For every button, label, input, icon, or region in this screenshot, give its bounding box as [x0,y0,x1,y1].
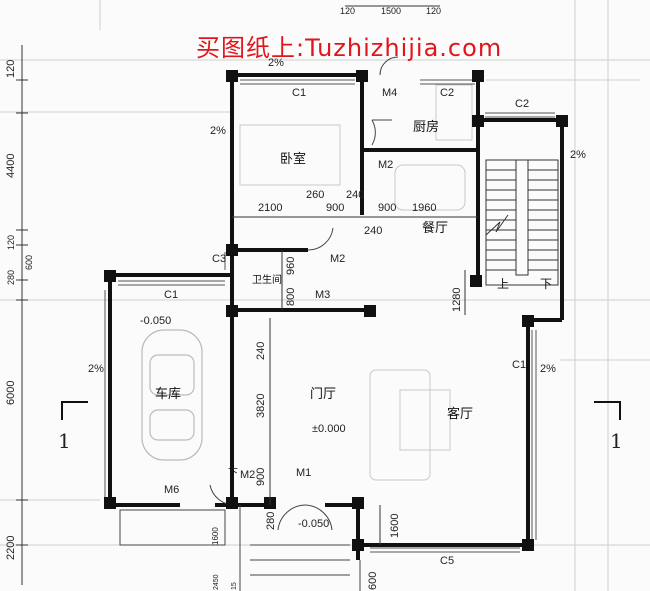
label-m3: M3 [315,289,330,301]
label-m2-entry: M2 [240,469,255,481]
stair-down: 下 [540,277,552,291]
dim-left-2200: 2200 [5,536,17,560]
room-kitchen: 厨房 [413,119,439,135]
room-bath: 卫生间 [252,273,282,286]
dim-left-120b: 120 [6,235,16,250]
left-dimension-chain [16,45,28,585]
interior-dimension-lines [232,5,478,545]
label-c2-kitchen: C2 [440,87,454,99]
dim-v-1600r: 1600 [389,514,401,538]
dim-v-800: 800 [285,288,297,306]
dim-left-600: 600 [24,255,34,270]
label-down-entry: 下 [228,468,238,479]
label-m1: M1 [296,467,311,479]
label-m6: M6 [164,484,179,496]
dim-v-1280: 1280 [451,288,463,312]
slope-right-stair: 2% [570,149,586,161]
elevation-foyer: ±0.000 [312,423,346,435]
slope-bed-top: 2% [268,57,284,69]
dim-h-2100: 2100 [258,202,282,214]
dim-h-240a: 240 [346,189,364,201]
dim-top-120b: 120 [426,6,441,16]
dim-b-15: 15 [231,582,238,590]
columns [104,70,568,551]
watermark-text: 买图纸上:Tuzhizhijia.com [196,34,503,62]
dim-v-960: 960 [285,257,297,275]
dim-h-900a: 900 [326,202,344,214]
staircase [485,159,559,286]
dim-h-240b: 240 [364,225,382,237]
section-markers [61,401,621,420]
window-lines [104,79,555,553]
furniture [239,84,473,481]
section-mark-right: 1 [610,429,623,453]
dim-left-6000: 6000 [5,381,17,405]
room-foyer: 门厅 [310,387,336,402]
dim-v-3820: 3820 [255,394,267,418]
dim-h-1960: 1960 [412,202,436,214]
dim-top-120a: 120 [340,6,355,16]
elevation-garage: -0.050 [140,315,171,327]
dim-v-240: 240 [255,342,267,360]
dim-h-260: 260 [306,189,324,201]
dim-h-900b: 900 [378,202,396,214]
slope-left-top: 2% [210,125,226,137]
label-c3: C3 [212,253,226,265]
dim-left-1600: 1600 [211,527,220,545]
label-c5: C5 [440,555,454,567]
entry-steps [119,505,361,591]
label-c1-top: C1 [292,87,306,99]
dim-left-280: 280 [6,270,16,285]
car-outline [141,329,203,461]
dim-top-1500: 1500 [381,6,401,16]
dim-b-280: 280 [265,512,277,530]
label-m4: M4 [382,87,397,99]
slope-garage: 2% [88,363,104,375]
room-dining: 餐厅 [422,220,448,236]
label-m2-kitchen: M2 [378,159,393,171]
label-c1-garage: C1 [164,289,178,301]
stair-up: 上 [497,277,509,291]
dim-b-600: 600 [367,572,379,590]
label-c2-right: C2 [515,98,529,110]
section-mark-left: 1 [58,429,71,453]
label-c1-right: C1 [512,359,526,371]
door-swings [209,56,399,531]
dim-b-2450: 2450 [213,574,220,590]
elevation-entry: -0.050 [298,518,329,530]
dim-left-4400: 4400 [5,154,17,178]
dim-left-120: 120 [5,60,17,78]
room-garage: 车库 [155,386,181,402]
room-bedroom: 卧室 [280,151,306,167]
dim-v-900: 900 [255,468,267,486]
label-m2-bath: M2 [330,253,345,265]
room-living: 客厅 [447,406,473,422]
slope-living-right: 2% [540,363,556,375]
